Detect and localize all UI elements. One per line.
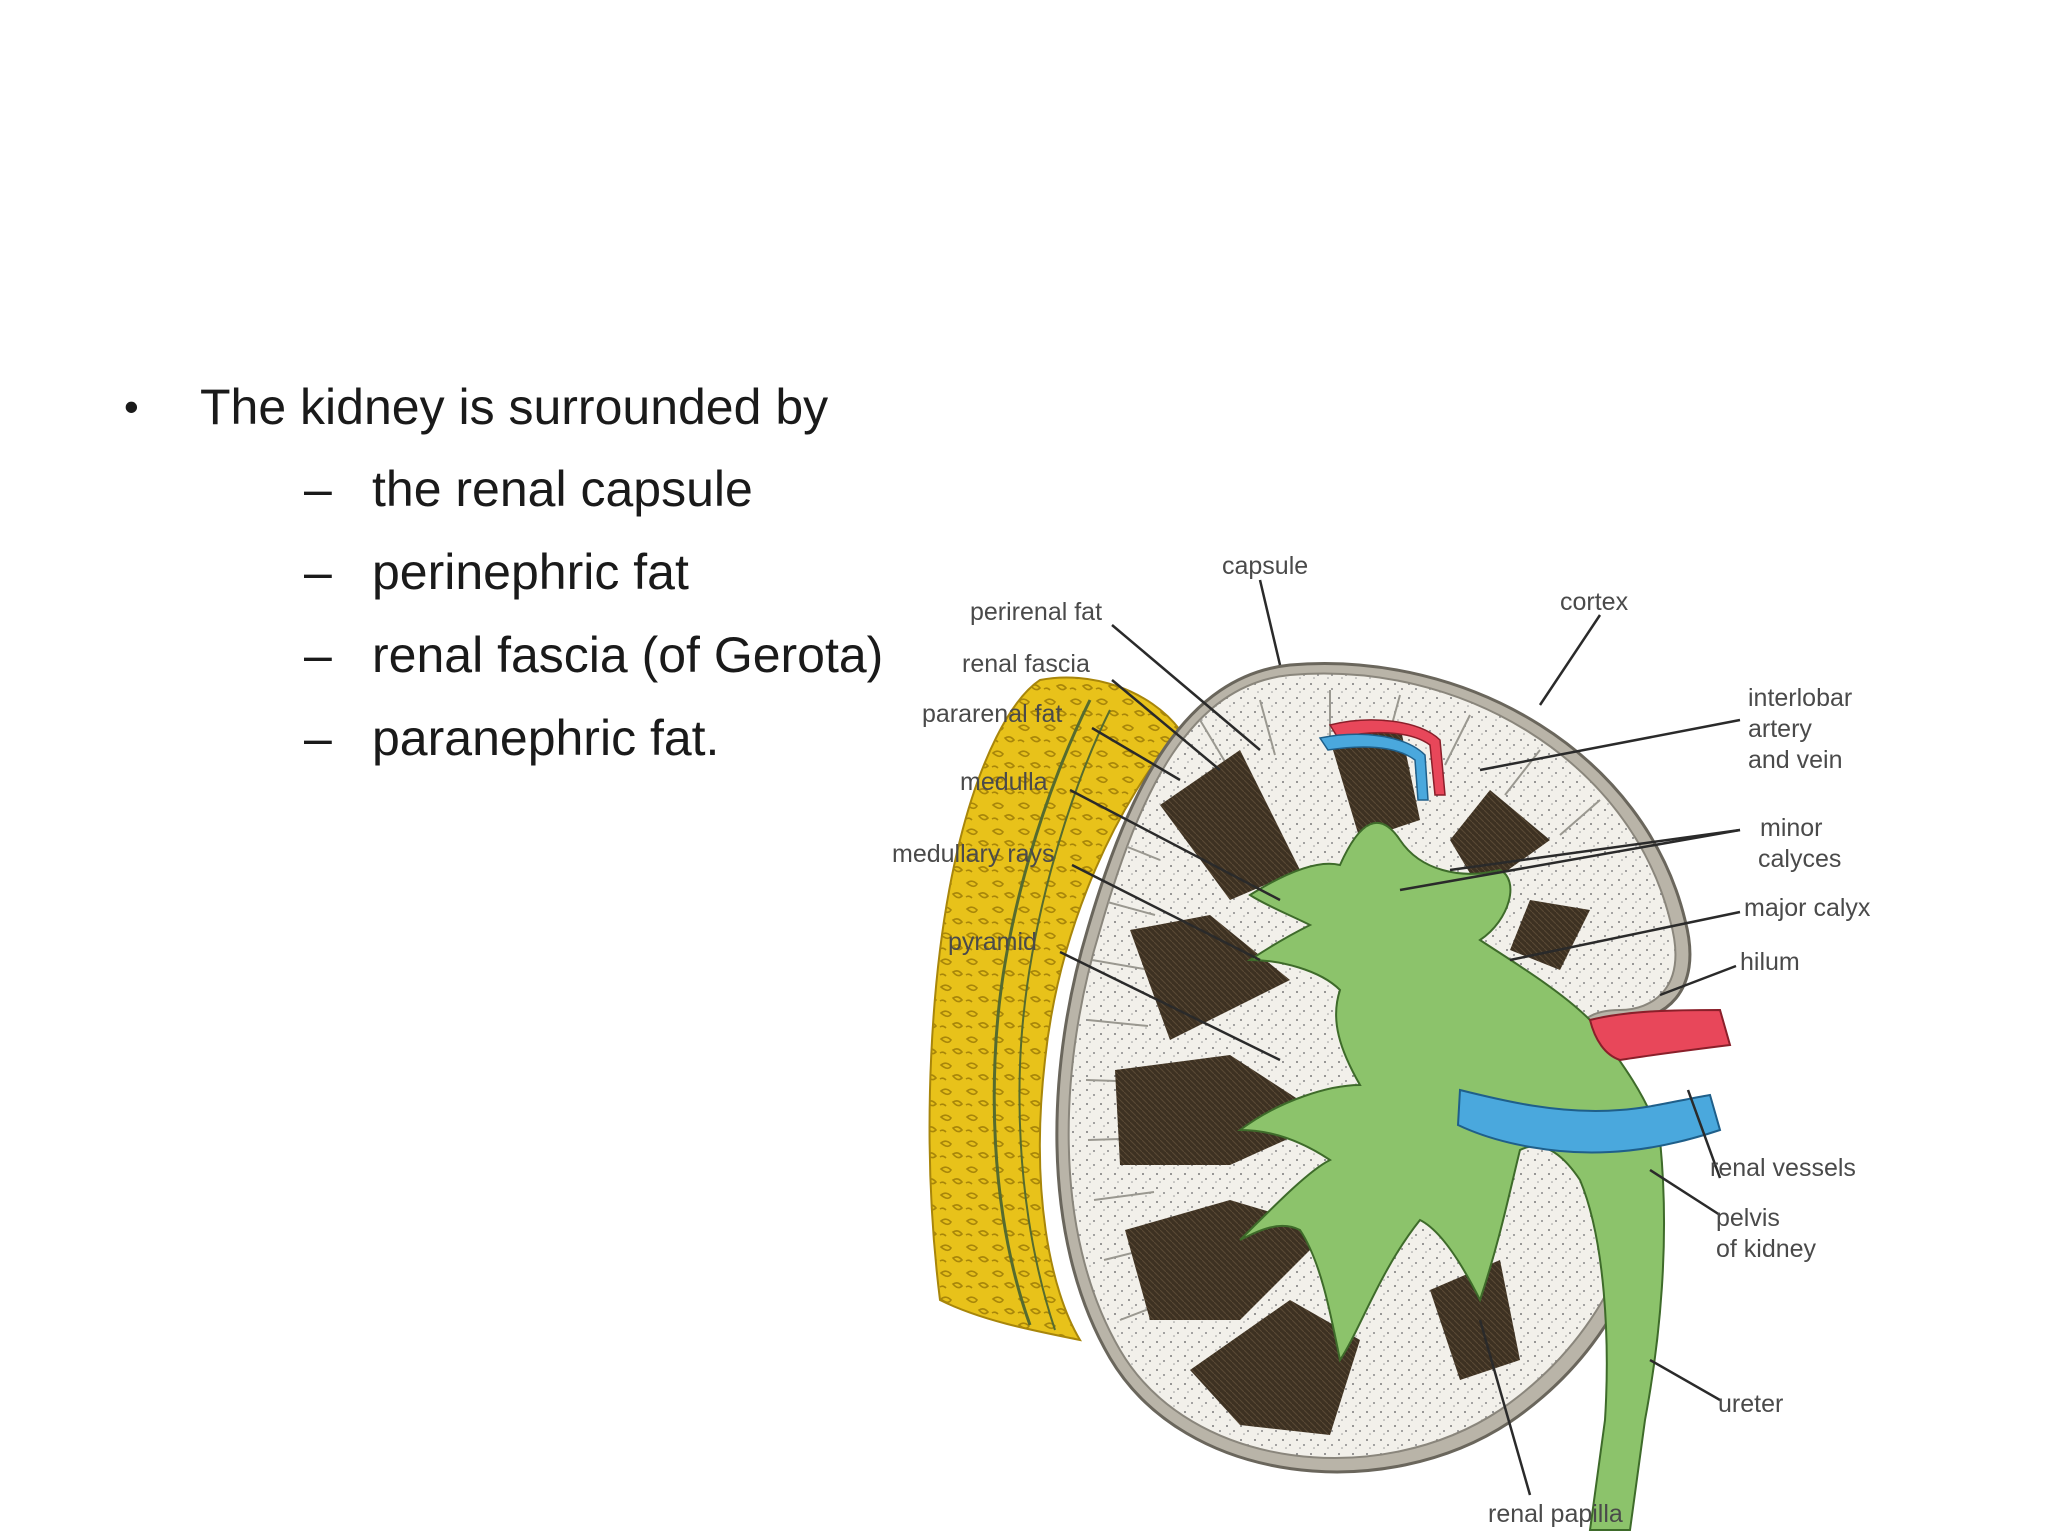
label-ureter: ureter <box>1718 1390 1783 1418</box>
kidney-diagram: capsule cortex perirenal fat renal fasci… <box>860 540 1900 1536</box>
pyramid <box>1190 1300 1360 1435</box>
pyramid <box>1450 790 1550 890</box>
label-medullary-rays: medullary rays <box>892 840 1055 868</box>
sub-bullet: – renal fascia (of Gerota) <box>200 622 883 688</box>
pyramids <box>1115 725 1590 1435</box>
pyramid <box>1130 915 1290 1040</box>
label-pelvis-2: of kidney <box>1716 1235 1817 1263</box>
renal-artery <box>1588 1008 1732 1062</box>
interlobar-artery <box>1328 719 1446 796</box>
label-renal-papilla: renal papilla <box>1488 1500 1623 1528</box>
label-interlobar-1: interlobar <box>1748 684 1852 712</box>
dash-marker: – <box>304 710 332 766</box>
sub-bullet-text: perinephric fat <box>372 544 689 600</box>
bullet-list: • The kidney is surrounded by – the rena… <box>120 374 883 788</box>
label-capsule: capsule <box>1222 552 1308 580</box>
dash-marker: – <box>304 627 332 683</box>
pyramid <box>1510 900 1590 970</box>
pyramid <box>1430 1260 1520 1380</box>
renal-pelvis <box>1236 821 1666 1531</box>
bullet-marker: • <box>124 383 139 430</box>
sub-bullet-text: renal fascia (of Gerota) <box>372 627 884 683</box>
main-bullet: • The kidney is surrounded by – the rena… <box>120 374 883 771</box>
label-renal-fascia: renal fascia <box>962 650 1090 678</box>
label-hilum: hilum <box>1740 948 1800 976</box>
dash-marker: – <box>304 544 332 600</box>
pyramid <box>1125 1200 1330 1320</box>
sub-bullet-text: the renal capsule <box>372 461 753 517</box>
label-cortex: cortex <box>1560 588 1629 616</box>
label-major-calyx: major calyx <box>1744 894 1871 922</box>
renal-vein <box>1456 1088 1722 1154</box>
sub-bullet-list: – the renal capsule – perinephric fat – … <box>200 456 883 771</box>
sub-bullet: – perinephric fat <box>200 539 883 605</box>
pyramid <box>1115 1055 1330 1165</box>
label-perirenal-fat: perirenal fat <box>970 598 1102 626</box>
label-interlobar-2: artery <box>1748 715 1812 743</box>
renal-fascia-line <box>992 699 1092 1326</box>
label-pararenal-fat: pararenal fat <box>922 700 1062 728</box>
diagram-labels: capsule cortex perirenal fat renal fasci… <box>892 552 1871 1528</box>
interlobar-vein <box>1318 733 1429 801</box>
leader-lines <box>1059 579 1741 1496</box>
label-minor-2: calyces <box>1758 845 1841 873</box>
label-medulla: medulla <box>960 768 1048 796</box>
label-minor-1: minor <box>1760 814 1823 842</box>
label-pyramid: pyramid <box>948 928 1037 956</box>
label-renal-vessels: renal vessels <box>1710 1154 1856 1182</box>
sub-bullet: – paranephric fat. <box>200 705 883 771</box>
dash-marker: – <box>304 461 332 517</box>
main-bullet-text: The kidney is surrounded by <box>200 379 829 435</box>
label-interlobar-3: and vein <box>1748 746 1843 774</box>
label-pelvis-1: pelvis <box>1716 1204 1780 1232</box>
pyramid <box>1160 750 1300 900</box>
sub-bullet: – the renal capsule <box>200 456 883 522</box>
kidney-diagram-svg: capsule cortex perirenal fat renal fasci… <box>892 552 1871 1531</box>
pyramid <box>1330 725 1420 840</box>
sub-bullet-text: paranephric fat. <box>372 710 720 766</box>
